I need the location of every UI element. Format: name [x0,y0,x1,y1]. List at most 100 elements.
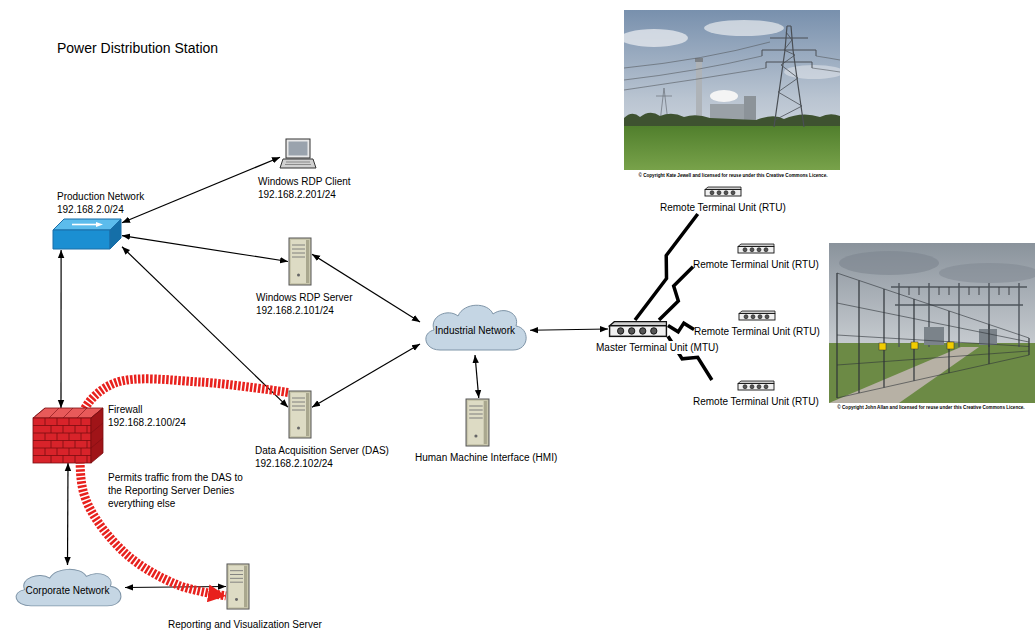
remote-terminal: Remote Terminal Unit (RTU) [694,310,820,338]
tower-icon [226,563,250,610]
device-icon [608,320,668,338]
tower-front [229,566,244,607]
network-cloud: Industrial Network [420,300,530,355]
radio-link [668,323,694,332]
illustration-detail [947,342,954,349]
illustration-detail [979,329,997,345]
network-link [67,463,69,565]
illustration-detail [744,96,756,122]
illustration-detail [879,343,886,350]
switch-top [53,219,121,230]
illustration-detail [939,263,1035,283]
device-body [739,314,775,321]
copyright-caption: © Copyright Kate Jewell and licensed for… [613,173,853,179]
illustration-detail [704,20,784,36]
illustration-detail [774,26,804,127]
switch-front [53,230,110,249]
remote-terminal: Remote Terminal Unit (RTU) [660,186,786,214]
device-port [744,315,748,319]
firewall-bricks [33,418,91,463]
data-flow-arrow [80,379,288,596]
tower-bays [292,398,305,410]
tower-bays [230,571,243,583]
tower-front [468,401,484,444]
remote-terminal: Remote Terminal Unit (RTU) [693,380,819,408]
tower-button [474,435,477,438]
network-switch: Production Network 192.168.2.0/24 [52,218,122,250]
tower-edge [306,393,309,436]
illustration-detail [837,273,1029,398]
device-port [743,385,747,389]
device-body [610,326,667,337]
pylon-photo [624,10,840,170]
master-terminal: Master Terminal Unit (MTU) [608,320,668,338]
switch-arrowhead [96,222,103,227]
tower-body [466,399,489,446]
firewall-brick-edges [35,408,103,448]
tower-button [297,427,300,430]
illustration-detail [624,113,840,128]
server-tower: Windows RDP Server 192.168.2.101/24 [288,237,312,286]
server-tower: Data Acquisition Server (DAS) 192.168.2.… [288,390,312,439]
node-label: Data Acquisition Server (DAS) 192.168.2.… [255,444,420,470]
illustration-detail [710,90,738,102]
radio-link [659,267,693,320]
remote-terminal: Remote Terminal Unit (RTU) [693,243,819,271]
node-label: Industrial Network [435,324,515,337]
device-port [750,248,754,252]
node-label: Firewall 192.168.2.100/24 [108,403,193,429]
device-port [765,315,769,319]
node-label: Corporate Network [26,584,110,597]
tower-icon [288,237,312,286]
node-label: Remote Terminal Unit (RTU) [693,258,819,271]
device-port [717,191,721,195]
device-port [651,328,657,335]
tower-body [289,391,311,438]
device-port [617,328,623,335]
laptop-keys [285,162,311,165]
switch-arrow [72,224,96,226]
firewall: Firewall 192.168.2.100/24Permits traffic… [33,408,103,463]
copyright-caption: © Copyright John Allan and licensed for … [829,405,1033,411]
radio-link [635,214,698,320]
tower-front [291,240,306,283]
illustration-detail [624,42,840,90]
tower-edge [484,401,487,444]
network-link [122,157,280,223]
device-body [705,190,741,197]
device-port [640,328,646,335]
illustration-detail [695,58,703,62]
node-label: Production Network 192.168.2.0/24 [57,190,182,216]
switch-icon [52,218,122,250]
node-label: Human Machine Interface (HMI) [415,451,557,464]
tower-bays [469,406,483,418]
node-label: Remote Terminal Unit (RTU) [694,325,820,338]
node-label: Remote Terminal Unit (RTU) [693,395,819,408]
illustration-detail [839,251,939,275]
cloud-shape [16,569,121,606]
tower-edge [244,566,247,607]
tower-edge [306,240,309,283]
laptop-screen [286,139,310,158]
illustration-detail [775,32,802,120]
node-label: Remote Terminal Unit (RTU) [660,201,786,214]
tower-icon [288,390,312,439]
illustration-detail [924,327,944,345]
device-port [751,315,755,319]
tower-front [291,393,306,436]
firewall-front [33,418,91,463]
tower-bays [292,245,305,257]
tower-body [289,238,311,285]
device-port [764,385,768,389]
node-label: Reporting and Visualization Server [168,618,322,631]
device-port [757,385,761,389]
connector-group [61,157,712,596]
illustration-detail [837,273,1029,398]
firewall-icon [33,408,103,463]
network-link [60,250,61,408]
device-icon [738,310,776,321]
node-label: Master Terminal Unit (MTU) [595,341,720,354]
